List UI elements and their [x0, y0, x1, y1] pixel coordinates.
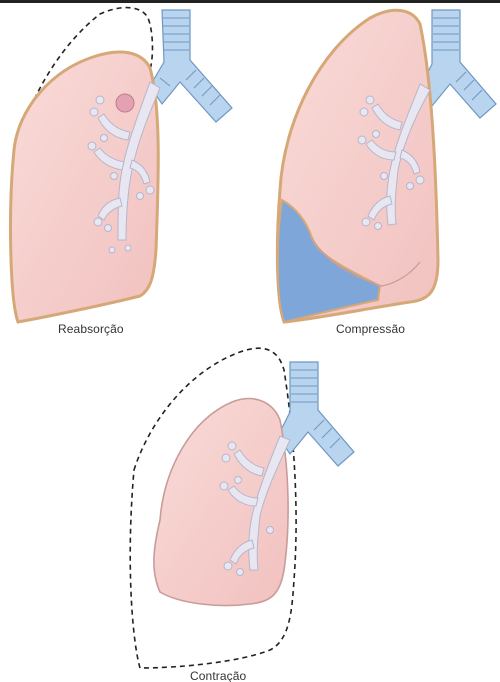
panel-compressao [277, 10, 496, 322]
lung-collapsed [11, 52, 159, 322]
trachea [278, 362, 354, 466]
panel-contracao [130, 348, 354, 668]
caption-contracao: Contração [190, 669, 246, 682]
caption-reabsorcao: Reabsorção [58, 322, 124, 336]
panel-reabsorcao [11, 8, 232, 322]
caption-compressao: Compressão [336, 322, 405, 336]
trachea [150, 10, 232, 122]
bronchial-obstruction [116, 94, 134, 112]
lung-contracted [154, 399, 288, 606]
